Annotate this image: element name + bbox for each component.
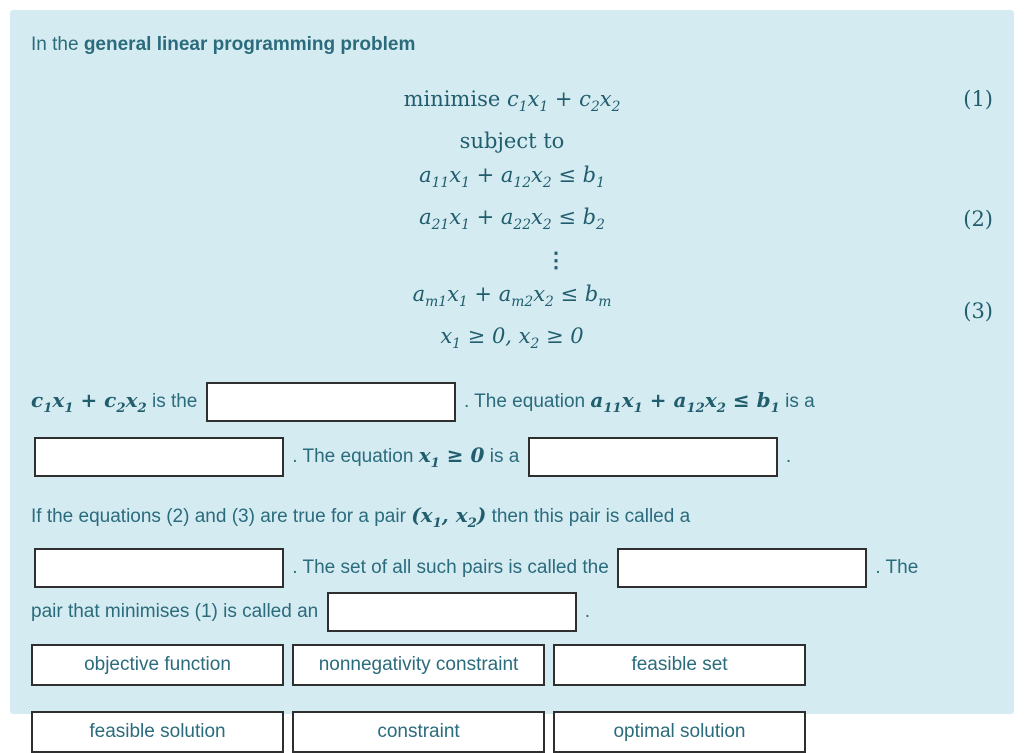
option-optimal-solution[interactable]: optimal solution — [553, 710, 806, 753]
p1-text-2: . The equation — [458, 390, 591, 412]
equation-constraint-m: am1x1 + am2x2 ≤ bm — [412, 281, 612, 310]
p2-text-6: . — [579, 600, 591, 622]
equation-constraint-1: a11x1 + a12x2 ≤ b1 — [419, 163, 605, 192]
p2-text-2: then this pair is called a — [486, 505, 691, 527]
equation-vdots: ⋮ — [545, 246, 567, 272]
options-row-2: feasible solution constraint optimal sol… — [31, 710, 993, 753]
option-feasible-set[interactable]: feasible set — [553, 643, 806, 686]
p1-text-6: . — [780, 445, 792, 467]
fill-paragraph-1: c1x1 + c2x2 is the . The equation a11x1 … — [31, 377, 993, 487]
inline-math-nonnegativity: x1 ≥ 0 — [418, 442, 485, 471]
p2-text-1: If the equations (2) and (3) are true fo… — [31, 505, 412, 527]
inline-math-pair: (x1, x2) — [411, 502, 487, 531]
equation-number-1: (1) — [963, 87, 993, 111]
answer-blank-3[interactable] — [527, 436, 778, 477]
option-objective-function[interactable]: objective function — [31, 643, 284, 686]
option-nonnegativity-constraint[interactable]: nonnegativity constraint — [292, 643, 545, 686]
exercise-panel: In the general linear programming proble… — [10, 10, 1014, 753]
equation-number-2: (2) — [963, 207, 993, 231]
objective-math: c1x1 + c2x2 — [506, 87, 621, 116]
p1-text-1: is the — [146, 390, 203, 412]
fill-paragraph-2: If the equations (2) and (3) are true fo… — [31, 493, 993, 634]
p2-text-3: . The set of all such pairs is called th… — [287, 556, 615, 578]
exercise-intro: In the general linear programming proble… — [31, 34, 993, 56]
option-feasible-solution[interactable]: feasible solution — [31, 710, 284, 753]
answer-blank-1[interactable] — [205, 381, 456, 422]
answer-blank-6[interactable] — [326, 591, 577, 632]
p1-text-4: . The equation — [287, 445, 419, 467]
answer-blank-2[interactable] — [34, 436, 284, 477]
p2-text-5: pair that minimises (1) is called an — [31, 600, 324, 622]
p2-text-4: . The — [870, 556, 919, 578]
equation-constraint-2: a21x1 + a22x2 ≤ b2 — [419, 205, 605, 234]
answer-blank-4[interactable] — [34, 547, 284, 588]
objective-keyword: minimise — [403, 87, 507, 111]
answer-blank-5[interactable] — [617, 547, 868, 588]
inline-math-constraint: a11x1 + a12x2 ≤ b1 — [590, 387, 780, 416]
equation-block: minimise c1x1 + c2x2 subject to a11x1 + … — [31, 82, 993, 361]
options-row-1: objective function nonnegativity constra… — [31, 643, 993, 686]
intro-topic: general linear programming problem — [83, 34, 416, 55]
equation-objective: minimise c1x1 + c2x2 — [31, 82, 993, 124]
option-constraint[interactable]: constraint — [292, 710, 545, 753]
intro-prefix: In the — [31, 34, 84, 55]
inline-math-objective: c1x1 + c2x2 — [31, 387, 147, 416]
equation-nonnegativity: x1 ≥ 0, x2 ≥ 0 — [440, 323, 584, 352]
equation-subject-to: subject to — [459, 129, 565, 154]
p1-text-3: is a — [779, 390, 815, 412]
equation-number-3: (3) — [963, 299, 993, 323]
p1-text-5: is a — [484, 445, 525, 467]
